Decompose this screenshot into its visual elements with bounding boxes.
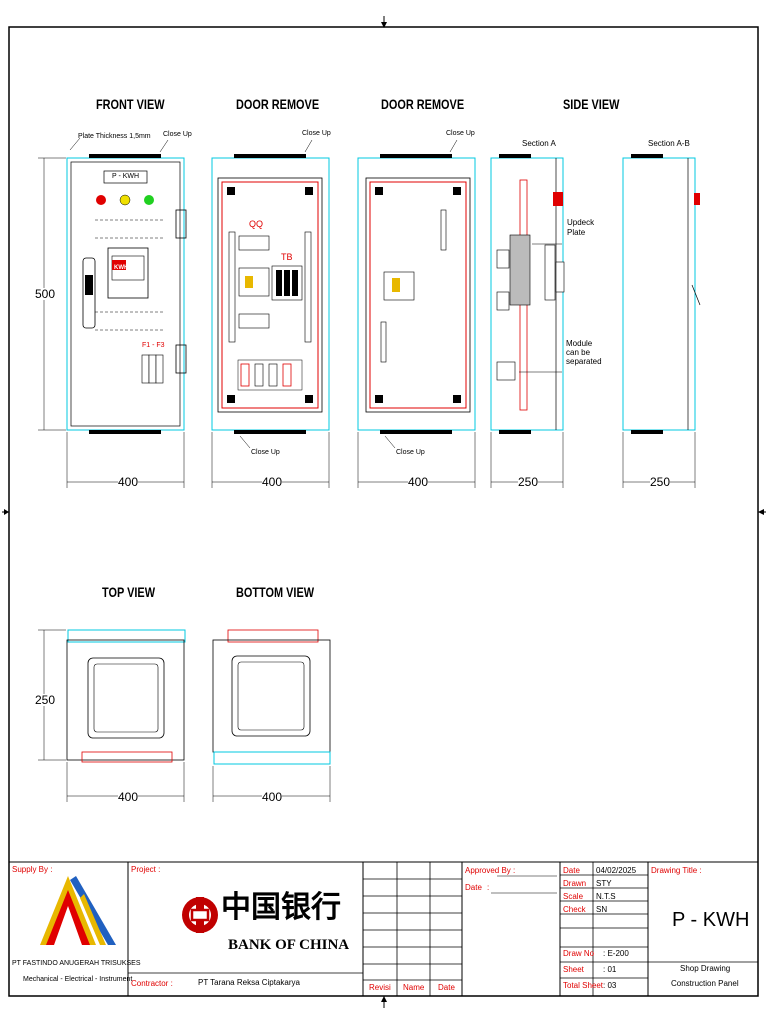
company-tagline: Mechanical - Electrical - Instrument	[23, 976, 133, 983]
draw-no-value: : E-200	[603, 949, 629, 958]
center-marker-bottom	[381, 996, 387, 1002]
kwh-meter	[107, 247, 149, 299]
total-sheet-value: : 03	[603, 981, 617, 990]
approval-date-label: Date	[465, 883, 482, 892]
bottom-view-drawing	[212, 629, 331, 802]
close-up-note-door2-bottom: Close Up	[396, 449, 425, 456]
center-marker-left	[4, 509, 9, 515]
front-view-title: FRONT VIEW	[96, 96, 165, 112]
scale-key: Scale	[563, 892, 584, 901]
section-a-label: Section A	[522, 139, 556, 148]
dim-side-depth-2: 250	[650, 475, 671, 489]
draw-no-key: Draw No	[563, 949, 595, 958]
supply-by-label: Supply By :	[12, 865, 53, 874]
name-col-header: Name	[403, 983, 425, 992]
revision-col-header: Revisi	[369, 983, 391, 992]
center-marker-top	[381, 22, 387, 28]
dim-door1-width: 400	[262, 475, 283, 489]
dim-door2-width: 400	[408, 475, 429, 489]
drawing-subtitle-2: Construction Panel	[671, 979, 739, 988]
close-up-note-front: Close Up	[163, 131, 192, 138]
check-value: SN	[596, 905, 608, 914]
close-up-note-door1-bottom: Close Up	[251, 449, 280, 456]
dim-front-height: 500	[35, 287, 56, 301]
drawing-title-label: Drawing Title :	[651, 866, 702, 875]
door-remove-2-drawing	[357, 139, 476, 488]
side-view-section-a	[490, 154, 565, 488]
side-view-title: SIDE VIEW	[563, 96, 620, 112]
contractor-label: Contractor :	[131, 979, 173, 988]
project-label: Project :	[131, 865, 161, 874]
close-up-note-door1: Close Up	[302, 130, 331, 137]
bottom-view-title: BOTTOM VIEW	[236, 584, 315, 600]
dim-top-height: 250	[35, 693, 56, 707]
approval-date-colon: :	[487, 883, 490, 892]
check-key: Check	[563, 905, 586, 914]
close-up-note-door2: Close Up	[446, 130, 475, 137]
contractor-value: PT Tarana Reksa Ciptakarya	[198, 978, 300, 987]
date-value: 04/02/2025	[596, 866, 637, 875]
front-view-drawing	[38, 137, 187, 488]
panel-nameplate: P - KWH	[112, 173, 140, 180]
lamp-green	[144, 195, 154, 205]
company-name: PT FASTINDO ANUGERAH TRISUKSES	[12, 960, 141, 967]
lamp-red	[96, 195, 106, 205]
drawing-title: P - KWH	[672, 909, 750, 931]
door-remove-title-2: DOOR REMOVE	[381, 96, 465, 112]
section-ab-label: Section A-B	[648, 139, 690, 148]
bank-of-china-logo	[182, 897, 218, 933]
total-sheet-key: Total Sheet	[563, 981, 604, 990]
plate-thickness-note: Plate Thickness 1,5mm	[78, 133, 151, 140]
fuse-label: F1 - F3	[142, 342, 165, 349]
qq-label: QQ	[249, 219, 264, 229]
side-view-section-ab	[622, 154, 701, 488]
title-block-grid	[9, 861, 758, 996]
center-marker-right	[758, 509, 764, 515]
drawing-subtitle-1: Shop Drawing	[680, 964, 731, 973]
module-separated-note: Module can be separated	[566, 339, 602, 366]
door-remove-title-1: DOOR REMOVE	[236, 96, 320, 112]
company-logo	[40, 876, 116, 945]
dim-top-width: 400	[118, 790, 139, 804]
dim-side-depth-1: 250	[518, 475, 539, 489]
drawn-value: STY	[596, 879, 612, 888]
sheet-key: Sheet	[563, 965, 584, 974]
top-view-title: TOP VIEW	[102, 584, 156, 600]
updeck-plate-note: Updeck Plate	[567, 218, 595, 237]
date-col-header: Date	[438, 983, 455, 992]
sheet-value: : 01	[603, 965, 617, 974]
drawn-key: Drawn	[563, 879, 587, 888]
client-name: BANK OF CHINA	[228, 937, 350, 953]
scale-value: N.T.S	[596, 892, 616, 901]
client-chinese-name: 中国银行	[221, 890, 341, 925]
kwh-label: KWH	[114, 265, 129, 271]
date-key: Date	[563, 866, 580, 875]
dim-front-width: 400	[118, 475, 139, 489]
approved-by-label: Approved By :	[465, 866, 516, 875]
dim-bottom-width: 400	[262, 790, 283, 804]
door-remove-1-drawing	[211, 139, 330, 488]
lamp-yellow	[119, 194, 131, 206]
door-handle	[82, 257, 96, 329]
tb-label: TB	[281, 252, 293, 262]
top-view-drawing	[38, 629, 186, 802]
